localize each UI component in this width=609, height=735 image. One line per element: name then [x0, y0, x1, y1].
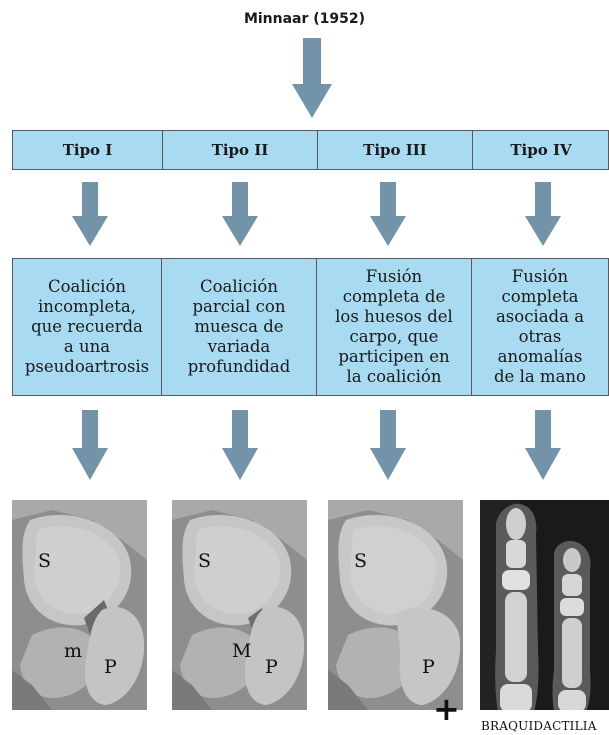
type-1-description: Coalición incompleta, que recuerda a una… [12, 258, 162, 396]
xray-type-1-image [12, 500, 147, 710]
xray-type-3: S P [328, 500, 463, 710]
diagram-title: Minnaar (1952) [0, 11, 609, 27]
xray-type-2-image [172, 500, 307, 710]
desc-line: incompleta, [25, 297, 149, 317]
desc-line: Fusión [494, 267, 586, 287]
label-mid: M [232, 640, 251, 662]
type-1-header: Tipo I [13, 131, 162, 169]
desc-line: Coalición [25, 277, 149, 297]
desc-line: variada [188, 337, 291, 357]
arrow-down-image-4 [525, 410, 561, 480]
desc-line: asociada a [494, 307, 586, 327]
desc-line: completa [494, 287, 586, 307]
type-4-description-text: Fusión completa asociada a otras anomalí… [494, 267, 586, 387]
desc-line: los huesos del [335, 307, 453, 327]
type-2-header: Tipo II [162, 131, 317, 169]
desc-line: pseudoartrosis [25, 357, 149, 377]
desc-line: carpo, que [335, 327, 453, 347]
label-p: P [422, 656, 435, 678]
plus-sign: + [433, 693, 460, 725]
xray-type-1: S m P [12, 500, 147, 710]
desc-line: la coalición [335, 367, 453, 387]
xray-type-3-image [328, 500, 463, 710]
arrow-down-type-3 [370, 182, 406, 246]
arrow-down-type-1 [72, 182, 108, 246]
desc-line: participen en [335, 347, 453, 367]
arrow-down-image-3 [370, 410, 406, 480]
label-scaphoid: S [38, 550, 51, 572]
type-2-description-text: Coalición parcial con muesca de variada … [188, 277, 291, 377]
arrow-down-title [292, 38, 332, 118]
desc-line: anomalías [494, 347, 586, 367]
desc-line: muesca de [188, 317, 291, 337]
desc-line: que recuerda [25, 317, 149, 337]
label-scaphoid: S [354, 550, 367, 572]
arrow-down-image-1 [72, 410, 108, 480]
type-header-row: Tipo I Tipo II Tipo III Tipo IV [12, 130, 609, 170]
xray-type-4 [480, 500, 609, 710]
type-1-description-text: Coalición incompleta, que recuerda a una… [25, 277, 149, 377]
desc-line: a una [25, 337, 149, 357]
type-3-description: Fusión completa de los huesos del carpo,… [316, 258, 472, 396]
caption-braquidactilia: BRAQUIDACTILIA [481, 719, 597, 733]
type-4-description: Fusión completa asociada a otras anomalí… [471, 258, 609, 396]
label-scaphoid: S [198, 550, 211, 572]
label-mid: m [64, 640, 82, 662]
desc-line: Fusión [335, 267, 453, 287]
xray-type-4-image [480, 500, 609, 710]
desc-line: profundidad [188, 357, 291, 377]
type-3-description-text: Fusión completa de los huesos del carpo,… [335, 267, 453, 387]
desc-line: otras [494, 327, 586, 347]
desc-line: completa de [335, 287, 453, 307]
type-4-header: Tipo IV [472, 131, 609, 169]
xray-type-2: S M P [172, 500, 307, 710]
arrow-down-type-2 [222, 182, 258, 246]
arrow-down-type-4 [525, 182, 561, 246]
arrow-down-image-2 [222, 410, 258, 480]
type-2-description: Coalición parcial con muesca de variada … [161, 258, 317, 396]
type-3-header: Tipo III [317, 131, 472, 169]
desc-line: de la mano [494, 367, 586, 387]
desc-line: parcial con [188, 297, 291, 317]
desc-line: Coalición [188, 277, 291, 297]
label-p: P [104, 656, 117, 678]
label-p: P [265, 656, 278, 678]
